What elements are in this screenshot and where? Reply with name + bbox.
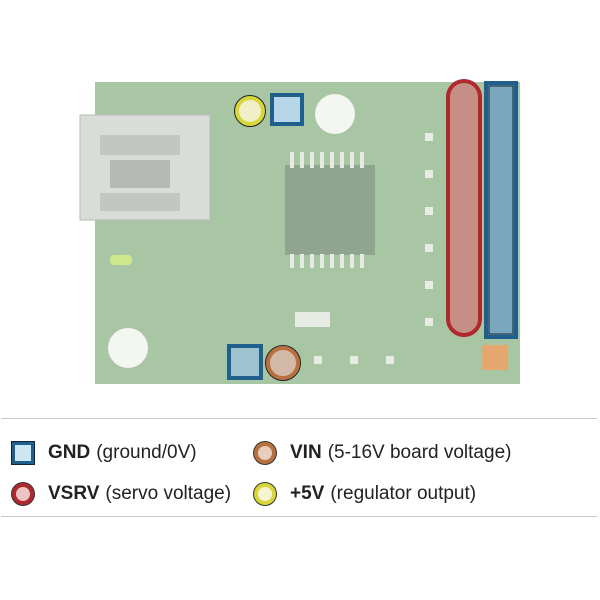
legend-key: VIN xyxy=(290,442,322,463)
legend-key: GND xyxy=(48,442,91,463)
red-leds xyxy=(482,345,508,370)
legend-item-gnd: GND (ground/0V) xyxy=(11,441,197,465)
legend-item-5v: +5V (regulator output) xyxy=(254,483,476,505)
gnd-pin-row-highlight xyxy=(484,81,518,339)
vin-circle-icon xyxy=(254,442,276,464)
5v-circle-icon xyxy=(254,483,276,505)
vin-pin-highlight xyxy=(266,346,300,380)
legend-desc: (regulator output) xyxy=(330,483,477,504)
legend-key: VSRV xyxy=(48,483,100,504)
gnd-square-icon xyxy=(11,441,35,465)
servo-controller-board-photo xyxy=(79,79,520,384)
mounting-hole xyxy=(315,94,355,134)
legend-desc: (servo voltage) xyxy=(105,483,232,504)
gnd-pin-highlight-top xyxy=(270,93,304,126)
legend-desc: (ground/0V) xyxy=(96,442,197,463)
legend-key: +5V xyxy=(290,483,325,504)
vsrv-pin-row-highlight xyxy=(446,79,482,337)
vsrv-circle-icon xyxy=(12,483,34,505)
legend-item-vsrv: VSRV (servo voltage) xyxy=(12,483,231,505)
gnd-pin-highlight-bottom xyxy=(227,344,263,380)
green-led xyxy=(110,255,132,265)
legend-item-vin: VIN (5-16V board voltage) xyxy=(254,442,511,464)
legend-desc: (5-16V board voltage) xyxy=(327,442,512,463)
microcontroller-chip xyxy=(285,165,375,255)
legend: GND (ground/0V) VIN (5-16V board voltage… xyxy=(1,418,597,517)
mounting-hole xyxy=(108,328,148,368)
5v-pin-highlight xyxy=(235,96,265,126)
